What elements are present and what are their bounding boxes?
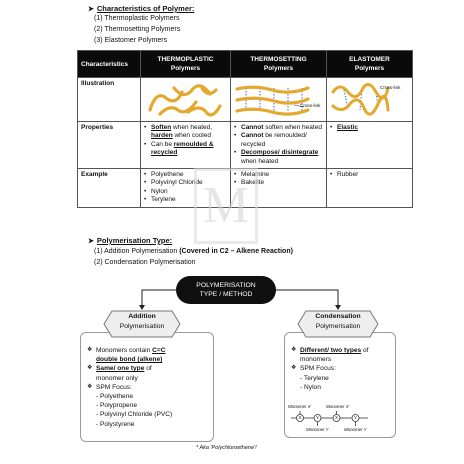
list-item: monomers [300, 356, 332, 364]
thermosetting-examples: Melamine Bakelite [230, 168, 327, 208]
cross-link-label: Cross-link [300, 103, 321, 108]
list-item: Decompose/ disintegrate when heated [234, 149, 323, 166]
thermosetting-properties: Cannot soften when heated Cannot be remo… [230, 120, 327, 170]
table-row-properties: Properties Soften when heated, harden wh… [77, 120, 413, 170]
monomer-y-symbol: Y [316, 415, 319, 420]
elastomer-examples: Rubber [326, 168, 413, 208]
monomer-y-label: Monomer Y [344, 427, 367, 432]
list-item: Polyethene [144, 171, 227, 180]
list-item: Cannot be remoulded/ recycled [234, 132, 323, 149]
table-row-example: Example Polyethene Polyvinyl Chloride Ny… [77, 168, 413, 208]
thermoplastic-properties: Soften when heated, harden when cooled C… [140, 120, 231, 170]
list-item: - Polyvinyl Chloride (PVC) [96, 411, 173, 419]
monomer-x-label: Monomer X [288, 404, 311, 409]
watermark-logo: M [194, 168, 258, 244]
list-item: - Nylon [300, 383, 321, 391]
monomer-y-label: Monomer Y [306, 427, 329, 432]
arrow-icon: ➤ [88, 6, 94, 13]
row-label-illustration: Illustration [77, 77, 141, 122]
list-item: Monomers contain C=C [87, 346, 209, 355]
list-item: Soften when heated, harden when cooled [144, 124, 227, 141]
polymerisation-heading: ➤Polymerisation Type: [88, 236, 173, 245]
thermosetting-illustration: Cross-link [230, 77, 327, 122]
row-label-example: Example [77, 168, 141, 208]
list-item: Polyvinyl Chloride [144, 179, 227, 188]
list-item: Elastic [330, 124, 409, 133]
list-item: monomer only [96, 374, 138, 382]
row-label-properties: Properties [77, 120, 141, 170]
pvc-note: * Aka 'Polychloroethene'! [196, 445, 257, 451]
monomer-x-symbol: X [335, 415, 338, 420]
list-item: double bond (alkene) [96, 356, 163, 364]
list-item: Rubber [330, 171, 409, 180]
list-item: SPM Focus: [87, 383, 209, 392]
polymerisation-type-2: (2) Condensation Polymerisation [94, 259, 196, 266]
list-item: Bakelite [234, 179, 323, 188]
monomer-x-symbol: X [298, 415, 302, 420]
list-item: - Polystyrene [96, 420, 135, 428]
addition-hexagon: Addition Polymerisation [119, 313, 165, 330]
list-item: - Polypropene [96, 402, 138, 410]
cross-link-label: Cross-link [380, 85, 401, 90]
elastomer-coils-image [331, 83, 390, 116]
thermosetting-network-image [235, 85, 310, 116]
condensation-hexagon: Condensation Polymerisation [315, 313, 361, 330]
list-item: Can be remoulded & recycled [144, 141, 227, 158]
elastomer-properties: Elastic [326, 120, 413, 170]
monomer-x-label: Monomer X [326, 404, 349, 409]
polymerisation-method-pill: POLYMERISATION TYPE / METHOD [176, 276, 276, 304]
arrow-icon: ➤ [88, 238, 94, 245]
characteristics-heading: ➤Characteristics of Polymer: [88, 4, 195, 13]
monomer-y-symbol: Y [354, 415, 357, 420]
list-item: - Polyethene [96, 393, 134, 401]
thermoplastic-examples: Polyethene Polyvinyl Chloride Nylon Tery… [140, 168, 231, 208]
list-item: Cannot soften when heated [234, 124, 323, 133]
polymer-type-3: (3) Elastomer Polymers [94, 37, 168, 44]
list-item: - Terylene [300, 374, 329, 382]
list-item: SPM Focus: [291, 364, 391, 373]
list-item: Different/ two types of [291, 346, 391, 355]
list-item: Same/ one type of [87, 364, 209, 373]
list-item: Nylon [144, 188, 227, 197]
polymer-type-1: (1) Thermoplastic Polymers [94, 15, 180, 22]
thermoplastic-chains-image [148, 84, 222, 117]
polymer-type-2: (2) Thermosetting Polymers [94, 26, 181, 33]
polymerisation-type-1: (1) Addition Polymerisation (Covered in … [94, 248, 293, 255]
condensation-details-box: Different/ two types of monomers SPM Foc… [284, 332, 396, 438]
list-item: Terylene [144, 196, 227, 205]
